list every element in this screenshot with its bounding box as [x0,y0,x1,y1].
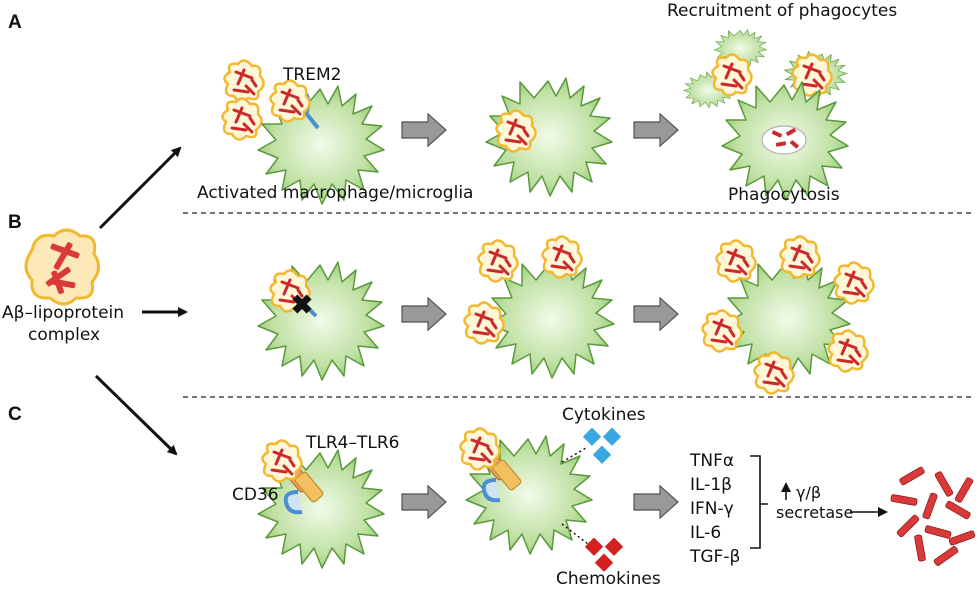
plaque-icon [222,58,266,104]
cytokine-molecules-icon [582,427,622,464]
plaque-icon [220,96,264,142]
mediator-bracket [750,455,768,549]
tlr-label: TLR4–TLR6 [305,433,399,453]
chemokine-molecules-icon [584,537,624,572]
mediator-ifng: IFN-γ [690,499,734,519]
process-arrow-icon [633,485,679,519]
chemokines-label: Chemokines [556,569,661,589]
phagocytosis-label: Phagocytosis [728,185,840,205]
panel-label-c: C [8,404,22,425]
panel-label-b: B [8,212,22,233]
recruitment-label: Recruitment of phagocytes [667,1,897,21]
mediator-tgfb: TGF-β [689,547,740,567]
plaque-icon [458,426,502,472]
plaque-icon [540,234,584,280]
mediator-il1b: IL-1β [690,475,732,495]
plaque-icon [714,238,758,284]
plaque-icon [778,234,822,280]
cytokines-label: Cytokines [562,405,646,425]
plaque-icon [826,328,870,374]
process-arrow-icon [401,113,447,147]
plaque-icon [752,350,796,396]
plaque-icon [494,108,538,154]
plaque-icon [832,260,876,306]
process-arrow-icon [401,485,447,519]
phagosome-icon [761,125,807,155]
panel-label-a: A [8,12,22,33]
plaque-icon [476,238,520,284]
plaque-icon [268,78,312,124]
process-arrow-icon [633,297,679,331]
mediator-tnfa: TNFα [689,451,734,471]
trem2-label: TREM2 [282,65,341,85]
blocked-cross-icon [292,294,312,314]
plaque-icon [700,308,744,354]
mediator-il6: IL-6 [690,523,721,543]
cd36-label: CD36 [232,485,279,505]
arrow-to-panel-a [98,146,182,230]
process-arrow-icon [633,113,679,147]
ingested-fibrils-icon [771,128,799,149]
secretase-label-line1: γ/β [796,483,821,502]
complex-label-line2: complex [28,325,100,345]
ab-lipoprotein-complex-icon [24,228,100,306]
complex-label-line1: Aβ–lipoprotein [2,303,124,323]
plaque-icon [260,438,304,484]
plaque-icon [710,52,754,98]
activated-label: Activated macrophage/microglia [197,183,473,203]
released-fibrils-icon [890,466,976,567]
chemokine-link [561,523,589,545]
process-arrow-icon [401,297,447,331]
plaque-icon [462,300,506,346]
arrow-to-panel-c [94,374,178,456]
cd36-receptor-icon [283,490,303,515]
secretase-label-line2: secretase [776,503,853,522]
cd36-receptor-icon [481,478,501,503]
